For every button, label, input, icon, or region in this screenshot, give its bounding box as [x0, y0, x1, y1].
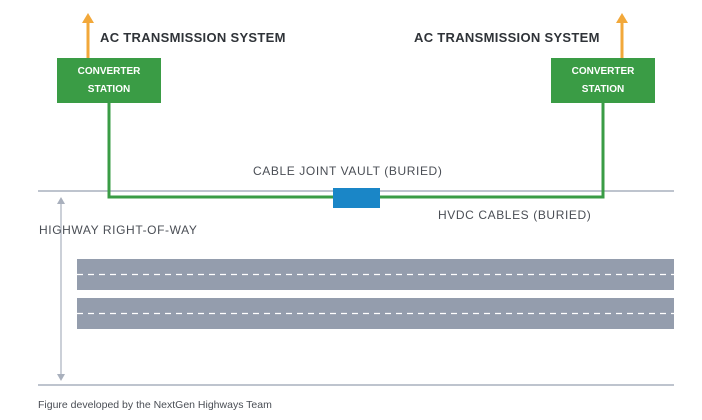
roadway-upper	[77, 259, 674, 290]
left-station-line1: CONVERTER	[77, 65, 141, 77]
cable-joint-vault	[333, 188, 380, 208]
ac-arrow-right-icon	[616, 13, 628, 58]
left-converter-station: CONVERTER STATION	[57, 58, 161, 103]
right-converter-station: CONVERTER STATION	[551, 58, 655, 103]
right-of-way-dimension-icon	[57, 197, 65, 381]
roadway-lower	[77, 298, 674, 329]
right-station-line1: CONVERTER	[571, 65, 635, 77]
right-ac-system-title: AC TRANSMISSION SYSTEM	[414, 30, 600, 45]
cable-joint-vault-label: CABLE JOINT VAULT (BURIED)	[253, 164, 443, 178]
hvdc-cable-path	[107, 103, 605, 199]
hvdc-cables-label: HVDC CABLES (BURIED)	[438, 208, 592, 222]
right-station-line2: STATION	[581, 83, 625, 95]
left-station-line2: STATION	[87, 83, 131, 95]
left-ac-system-title: AC TRANSMISSION SYSTEM	[100, 30, 286, 45]
figure-caption: Figure developed by the NextGen Highways…	[38, 399, 272, 411]
right-of-way-label: HIGHWAY RIGHT-OF-WAY	[39, 223, 198, 237]
ac-arrow-left-icon	[82, 13, 94, 58]
